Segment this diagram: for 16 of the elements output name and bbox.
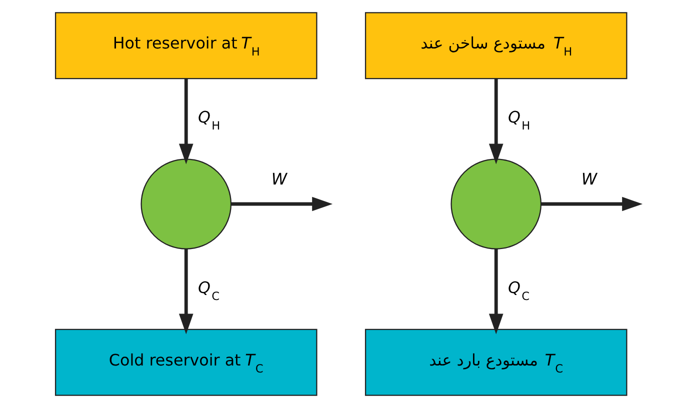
edge-label: Q$_{H}$	[198, 107, 220, 132]
edge-label: Q$_{C}$	[198, 278, 220, 303]
arrow	[178, 78, 193, 164]
arrow	[488, 78, 503, 164]
node-circle	[450, 158, 542, 250]
edge-label: W	[580, 169, 597, 188]
arrow	[230, 196, 332, 212]
arrow	[540, 196, 642, 212]
node-box: Cold reservoir at T$_{C}$	[54, 328, 317, 396]
node-circle	[140, 158, 232, 250]
edge-label: Q$_{C}$	[508, 278, 530, 303]
node-box: Hot reservoir at T$_{H}$	[54, 12, 317, 80]
arrow	[178, 249, 193, 334]
edge-label: Q$_{H}$	[508, 107, 530, 132]
edge-label: W	[270, 169, 287, 188]
arrow	[488, 249, 503, 334]
